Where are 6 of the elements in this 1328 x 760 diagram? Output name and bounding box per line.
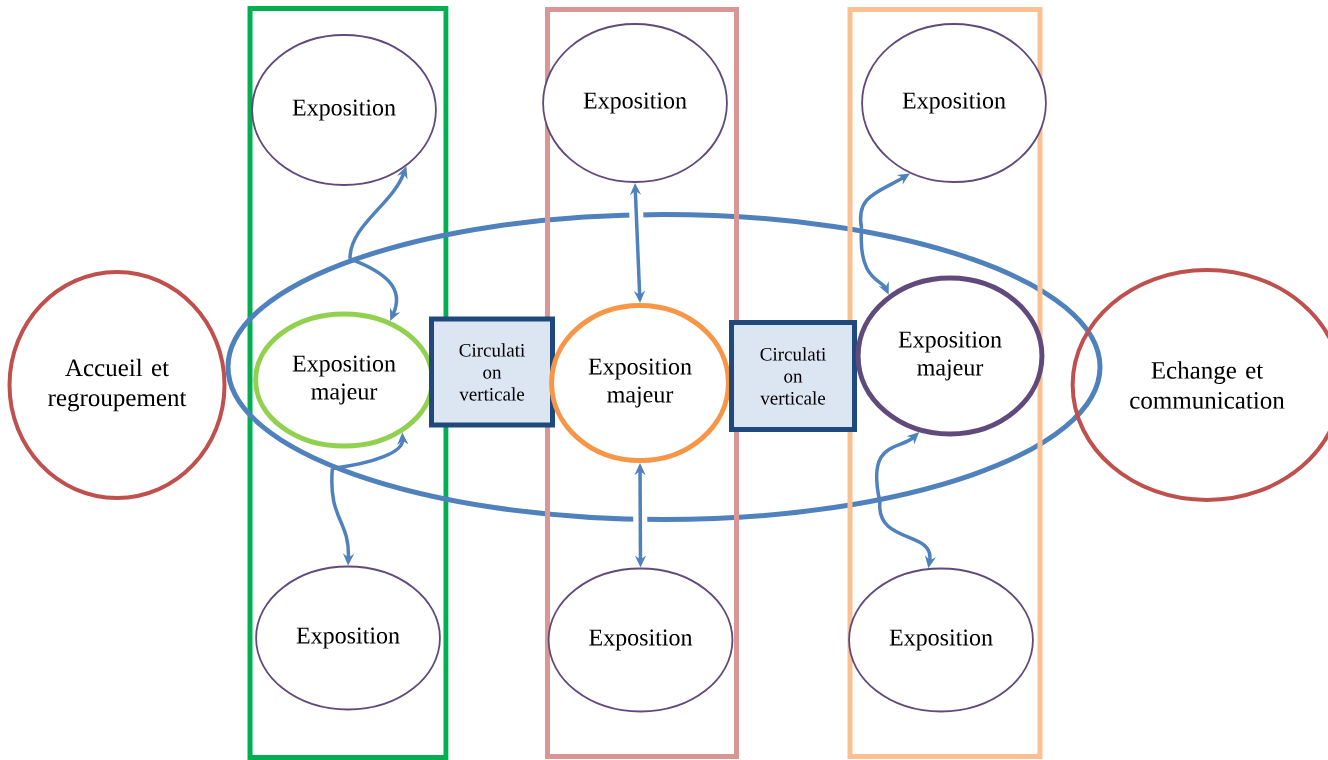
circulation-box: Circulati on verticale bbox=[429, 316, 555, 428]
column-band bbox=[247, 6, 449, 760]
column-band bbox=[847, 7, 1043, 759]
loop-ellipse bbox=[225, 212, 1103, 522]
circle-node: Accueil et regroupement bbox=[7, 270, 227, 500]
circulation-box: Circulati on verticale bbox=[729, 320, 857, 432]
